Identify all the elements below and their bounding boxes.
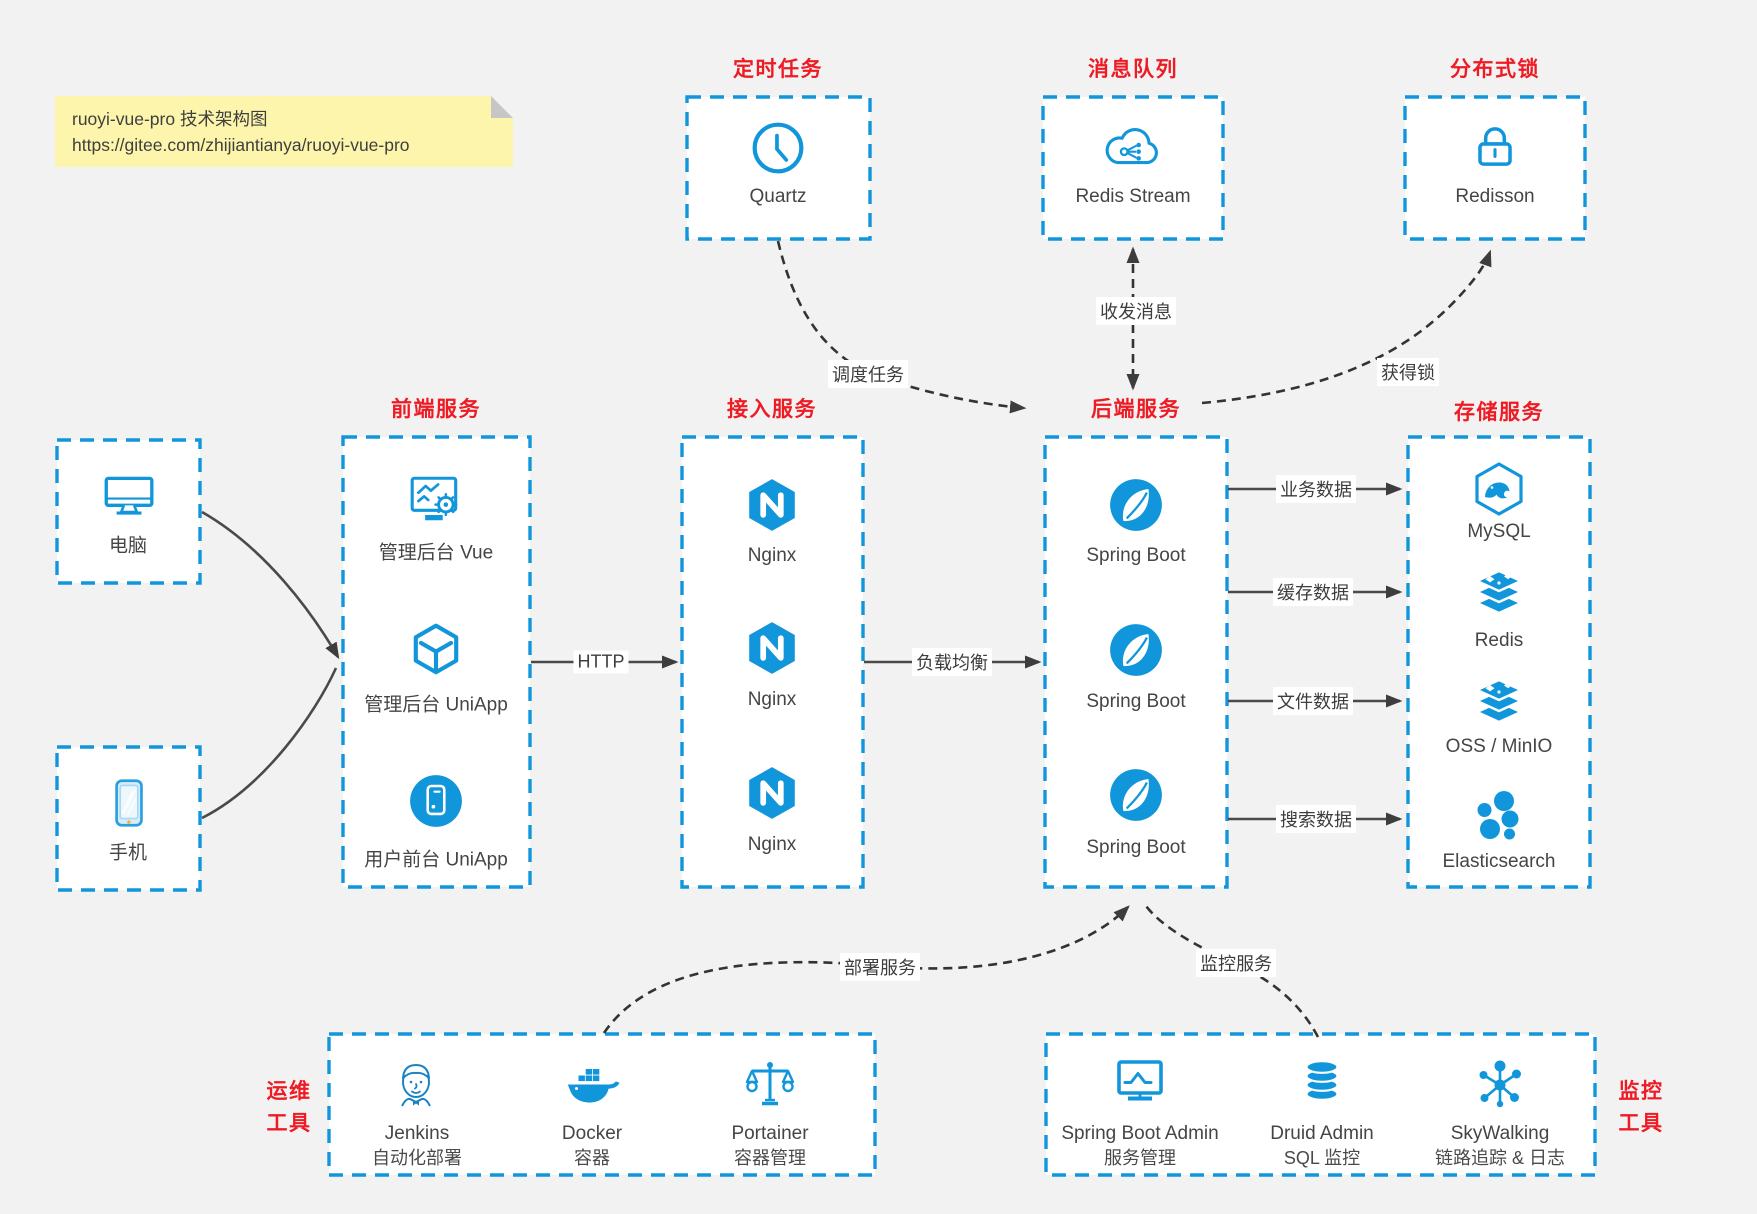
edge-label-business-data: 业务数据 — [1276, 475, 1356, 503]
edge-mobile-to-frontend — [201, 667, 338, 820]
group-title-monitor-line1: 监控 — [1618, 1080, 1664, 1103]
node-label-druid: Druid Admin — [1270, 1123, 1374, 1144]
box-mq — [1041, 95, 1225, 241]
node-label-admin-vue: 管理后台 Vue — [378, 542, 494, 564]
docker-icon — [563, 1061, 621, 1109]
node-sublabel-portainer: 容器管理 — [734, 1148, 806, 1168]
node-label-sba: Spring Boot Admin — [1061, 1123, 1219, 1144]
oss-minio-icon — [1468, 672, 1530, 730]
node-sublabel-druid: SQL 监控 — [1283, 1148, 1361, 1168]
node-label-nginx-3: Nginx — [747, 834, 797, 855]
box-monitor-tools — [1044, 1032, 1597, 1177]
node-label-pc: 电脑 — [108, 535, 148, 557]
spring-boot-icon — [1107, 476, 1165, 534]
node-label-oss: OSS / MinIO — [1445, 736, 1553, 757]
edge-label-file-data: 文件数据 — [1273, 687, 1353, 715]
druid-db-icon — [1295, 1056, 1349, 1110]
user-app-icon — [407, 772, 465, 830]
node-label-mysql: MySQL — [1467, 521, 1531, 542]
edge-label-search-data: 搜索数据 — [1276, 805, 1356, 833]
group-title-monitor-line2: 工具 — [1618, 1112, 1664, 1135]
edge-label-messages: 收发消息 — [1096, 297, 1176, 325]
spring-boot-icon — [1107, 766, 1165, 824]
node-sublabel-skywalking: 链路追踪 & 日志 — [1434, 1148, 1566, 1168]
group-title-gateway: 接入服务 — [727, 398, 817, 421]
lock-icon — [1466, 117, 1524, 175]
edge-deploy — [602, 905, 1130, 1034]
skywalking-icon — [1473, 1056, 1527, 1110]
jenkins-icon — [390, 1058, 444, 1112]
node-label-elasticsearch: Elasticsearch — [1442, 851, 1556, 872]
edge-monitor — [1144, 905, 1320, 1038]
node-label-quartz: Quartz — [749, 186, 807, 207]
group-title-lock: 分布式锁 — [1450, 58, 1540, 81]
clock-icon — [749, 119, 807, 177]
group-title-backend: 后端服务 — [1091, 398, 1181, 421]
node-label-spring-3: Spring Boot — [1086, 837, 1186, 858]
group-title-ops-line1: 运维 — [266, 1080, 312, 1103]
nginx-icon — [743, 476, 801, 534]
edge-label-schedule: 调度任务 — [828, 360, 908, 388]
node-label-redis: Redis — [1474, 630, 1524, 651]
node-label-redisson: Redisson — [1455, 186, 1535, 207]
group-title-mq: 消息队列 — [1088, 58, 1178, 81]
phone-icon — [99, 774, 157, 832]
node-sublabel-docker: 容器 — [574, 1148, 610, 1168]
node-label-jenkins: Jenkins — [384, 1123, 450, 1144]
node-sublabel-jenkins: 自动化部署 — [372, 1148, 462, 1168]
desktop-icon — [99, 467, 157, 525]
group-title-scheduler: 定时任务 — [733, 58, 823, 81]
note-title: ruoyi-vue-pro 技术架构图 — [72, 108, 268, 129]
node-label-user-uniapp: 用户前台 UniApp — [364, 849, 508, 871]
edge-pc-to-frontend — [201, 510, 340, 660]
admin-vue-icon — [407, 471, 465, 529]
box-lock — [1403, 95, 1587, 241]
edge-label-monitor: 监控服务 — [1196, 949, 1276, 977]
edge-label-http: HTTP — [573, 650, 629, 674]
spring-boot-admin-icon — [1112, 1056, 1168, 1110]
mysql-icon — [1468, 459, 1530, 519]
edge-label-deploy: 部署服务 — [840, 953, 920, 981]
group-title-ops-line2: 工具 — [266, 1112, 312, 1135]
sticky-note: ruoyi-vue-pro 技术架构图 https://gitee.com/zh… — [55, 96, 513, 167]
node-label-spring-2: Spring Boot — [1086, 691, 1186, 712]
node-label-admin-uniapp: 管理后台 UniApp — [364, 694, 508, 716]
node-label-nginx-1: Nginx — [747, 545, 797, 566]
node-sublabel-sba: 服务管理 — [1104, 1148, 1176, 1168]
node-label-nginx-2: Nginx — [747, 689, 797, 710]
spring-boot-icon — [1107, 621, 1165, 679]
group-title-storage: 存储服务 — [1454, 401, 1544, 424]
node-label-mobile: 手机 — [108, 842, 148, 864]
uniapp-cube-icon — [407, 621, 465, 679]
redis-icon — [1468, 563, 1530, 621]
edge-acquire-lock — [1201, 249, 1492, 405]
node-label-redis-stream: Redis Stream — [1075, 186, 1191, 207]
portainer-icon — [743, 1058, 797, 1112]
edge-label-load-balance: 负载均衡 — [912, 648, 992, 676]
group-title-frontend: 前端服务 — [391, 398, 481, 421]
node-label-docker: Docker — [561, 1123, 623, 1144]
node-label-spring-1: Spring Boot — [1086, 545, 1186, 566]
note-url: https://gitee.com/zhijiantianya/ruoyi-vu… — [72, 134, 410, 155]
elasticsearch-icon — [1469, 787, 1529, 845]
edge-label-acquire-lock: 获得锁 — [1377, 358, 1439, 386]
cloud-stream-icon — [1102, 121, 1164, 171]
nginx-icon — [743, 619, 801, 677]
node-label-skywalking: SkyWalking — [1450, 1123, 1550, 1144]
node-label-portainer: Portainer — [731, 1123, 809, 1144]
edge-label-cache-data: 缓存数据 — [1273, 578, 1353, 606]
nginx-icon — [743, 764, 801, 822]
